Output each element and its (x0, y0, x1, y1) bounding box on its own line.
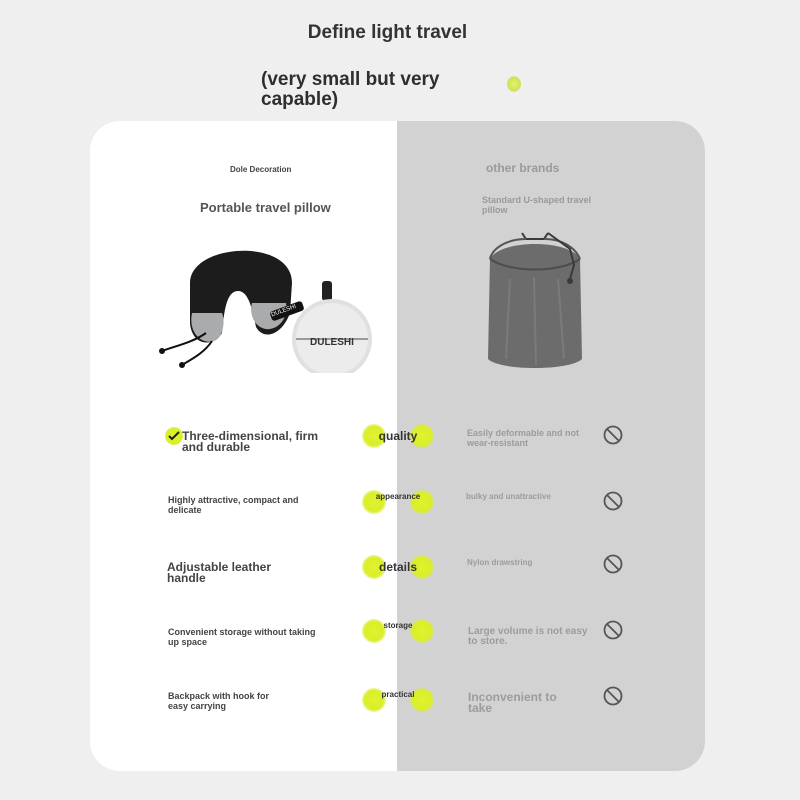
prohibited-icon (603, 425, 623, 445)
prohibited-icon (603, 554, 623, 574)
left-row-text: Highly attractive, compact and delicate (168, 495, 299, 515)
category-appearance: appearance (362, 487, 434, 517)
check-icon (165, 427, 183, 445)
left-row-text: Backpack with hook for easy carrying (168, 691, 270, 711)
left-row-text: Adjustable leather handle (167, 560, 272, 585)
category-details: details (362, 552, 434, 582)
right-product-label: Standard U-shaped travel pillow (482, 195, 592, 215)
right-row-text: Easily deformable and not wear-resistant (467, 428, 580, 448)
prohibited-icon (603, 491, 623, 511)
right-row-text: Large volume is not easy to store. (468, 626, 588, 647)
prohibited-icon (603, 686, 623, 706)
travel-pillow-image: DULESHI DULESHI (159, 250, 372, 373)
right-row-text: Inconvenient to take (468, 690, 557, 715)
page-title: Define light travel (307, 22, 468, 43)
right-brand-label: other brands (486, 161, 560, 175)
category-quality: quality (362, 421, 434, 451)
left-row-text: Convenient storage without taking up spa… (168, 627, 316, 647)
category-practical: practical (362, 685, 434, 715)
drawstring-bag-image (488, 232, 582, 368)
right-row-text: bulky and unattractive (466, 492, 551, 501)
comparison-card: Dole Decoration other brands Portable tr… (90, 121, 705, 771)
prohibited-icon (603, 620, 623, 640)
accent-dot (507, 76, 521, 92)
pillow-case-logo-text: DULESHI (310, 337, 354, 348)
page-subtitle: (very small but very capable) (261, 69, 440, 110)
left-brand-label: Dole Decoration (230, 165, 292, 174)
other-brands-panel (397, 121, 705, 771)
left-product-label: Portable travel pillow (200, 200, 331, 215)
category-storage: storage (362, 616, 434, 646)
left-row-text: Three-dimensional, firm and durable (182, 429, 319, 454)
right-row-text: Nylon drawstring (467, 558, 533, 567)
